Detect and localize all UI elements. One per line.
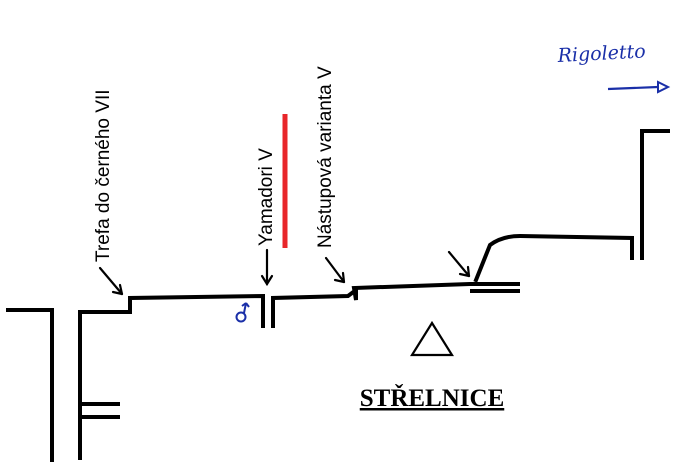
rock-outline xyxy=(6,129,670,462)
direction-arrow-icon xyxy=(607,80,671,94)
route-arrow-trefa xyxy=(98,266,124,296)
feature-arrow xyxy=(447,250,471,278)
anchor-hook-icon xyxy=(235,302,250,323)
neighbor-sector-label: Rigoletto xyxy=(556,40,646,67)
route-arrow-nastupova xyxy=(324,256,346,284)
route-label-yamadori: Yamadori V xyxy=(256,148,277,246)
route-label-trefa: Trefa do černého VII xyxy=(93,89,114,262)
area-title: STŘELNICE xyxy=(360,384,505,412)
triangle-icon xyxy=(410,320,454,357)
route-label-nastupova: Nástupová varianta V xyxy=(315,66,336,248)
route-arrow-yamadori xyxy=(260,248,274,287)
